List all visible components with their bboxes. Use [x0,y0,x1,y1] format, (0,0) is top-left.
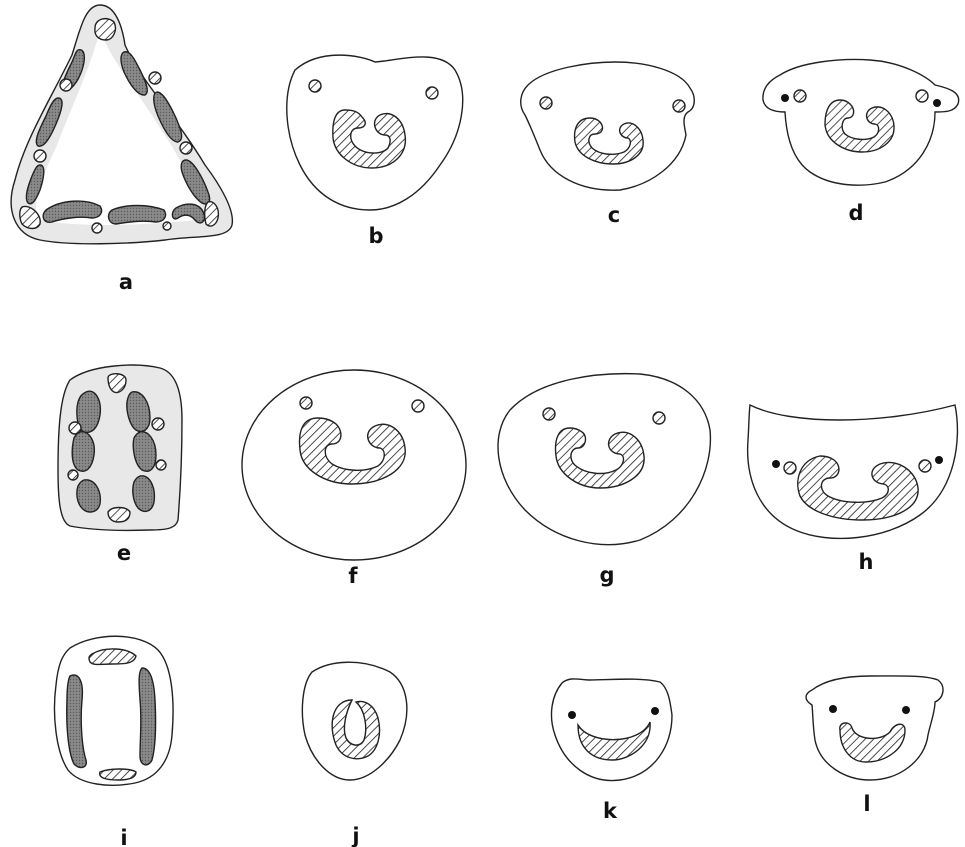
panel-c-outline [521,62,695,190]
panel-d-dot [781,94,789,102]
panel-k-dot [568,711,576,719]
bundle [108,508,130,523]
panel-label-j: j [351,824,359,847]
panel-b-bundle [426,87,438,99]
panel-c [521,62,695,190]
panel-j-outline [302,662,406,780]
bundle [109,206,166,225]
bundle [92,223,102,233]
panel-c-bundle [540,97,552,109]
panel-d [763,60,959,186]
panel-labels: a b c d e f g h i j k l [117,201,874,847]
panel-d-outline [763,60,959,186]
panel-label-h: h [859,550,874,574]
bundle [100,769,136,780]
panel-f-bundle [412,400,424,412]
panel-l-outline [806,676,943,780]
panel-label-i: i [120,826,127,847]
bundle [180,142,192,154]
bundle [133,476,155,512]
panel-d-bundle [916,90,928,102]
panel-b [287,55,463,210]
panel-h-bundle [784,462,796,474]
panel-e [58,365,182,530]
panel-h-bundle [919,460,931,472]
panel-j [302,662,406,780]
panel-k-outline [551,679,672,781]
panel-h [748,405,958,538]
bundle [72,432,94,471]
bundle [60,79,72,91]
bundle [108,374,126,393]
panel-c-bundle [673,100,685,112]
panel-g-bundle [543,408,555,420]
panel-label-b: b [368,224,383,248]
panel-g-outline [498,374,710,545]
bundle [152,418,164,430]
bundle [89,649,136,665]
panel-label-d: d [848,201,863,225]
panel-label-f: f [348,564,358,588]
panel-h-dot [935,456,943,464]
panel-k [551,679,672,781]
panel-d-dot [933,99,941,107]
panel-label-k: k [603,799,618,823]
panel-f-outline [242,370,466,560]
panel-l-dot [829,705,837,713]
bundle [163,222,171,230]
panel-label-e: e [117,541,131,565]
panel-label-c: c [608,203,620,227]
panel-a [11,5,232,244]
panel-d-bundle [794,90,806,102]
panel-i [55,636,174,785]
bundle [205,202,219,226]
panel-l-dot [902,706,910,714]
bundle [68,470,78,480]
bundle [156,460,166,470]
bundle [149,72,161,84]
panel-g-bundle [653,412,665,424]
panel-b-bundle [309,80,321,92]
panel-b-outline [287,55,463,210]
panel-g [498,374,710,545]
panel-label-g: g [599,563,614,587]
panel-h-dot [772,460,780,468]
panel-l [806,676,943,780]
bundle [34,150,46,162]
panel-f [242,370,466,560]
panel-k-dot [651,707,659,715]
bundle [139,668,155,765]
panel-f-bundle [300,397,312,409]
panel-label-l: l [863,792,870,816]
bundle [95,19,116,40]
panel-label-a: a [119,270,133,294]
